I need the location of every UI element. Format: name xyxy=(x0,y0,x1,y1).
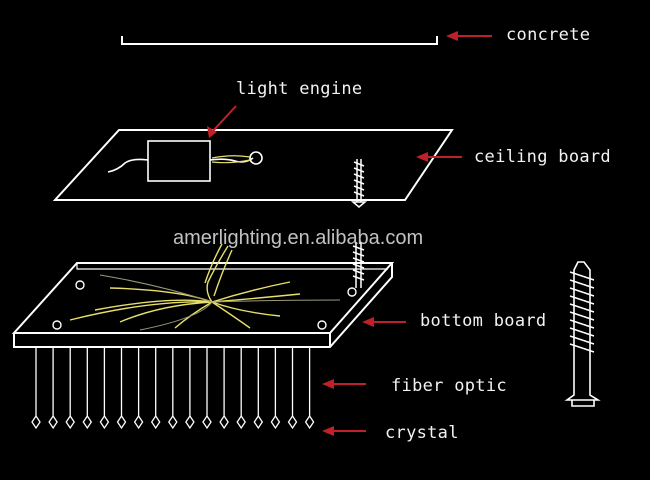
crystal-drop xyxy=(99,414,110,430)
crystal-drop xyxy=(65,414,75,430)
fiber-strands xyxy=(31,348,315,430)
crystal-drop xyxy=(31,414,41,430)
large-screw xyxy=(564,261,601,407)
crystal-drop xyxy=(116,414,127,430)
crystal-drop xyxy=(82,414,93,430)
crystal-drop xyxy=(236,414,246,430)
light-engine-fibers xyxy=(211,155,251,164)
crystal-drop xyxy=(270,414,281,430)
crystal-drop xyxy=(150,414,161,430)
ceiling-board xyxy=(52,129,454,201)
crystal-drop xyxy=(202,414,212,430)
arrow-light-engine xyxy=(207,105,237,138)
crystal-drop xyxy=(168,414,178,430)
label-ceiling-board: ceiling board xyxy=(474,147,611,167)
crystal-drop xyxy=(304,414,315,430)
crystal-drop xyxy=(48,414,58,430)
arrow-ceiling-board xyxy=(416,152,462,162)
arrow-bottom-board xyxy=(362,317,406,327)
arrow-concrete xyxy=(446,31,492,41)
arrow-crystal xyxy=(322,426,366,436)
ceiling-screw xyxy=(350,159,368,208)
fiber-bundle xyxy=(69,243,301,329)
crystal-drop xyxy=(287,414,298,430)
label-bottom-board: bottom board xyxy=(420,311,547,331)
arrow-fiber-optic xyxy=(322,379,366,389)
crystal-drop xyxy=(219,414,229,430)
label-crystal: crystal xyxy=(385,423,459,443)
board-screw xyxy=(352,242,365,288)
fiber-bundle-gray xyxy=(99,274,341,331)
light-engine xyxy=(107,140,263,182)
crystal-drop xyxy=(185,414,195,430)
label-fiber-optic: fiber optic xyxy=(391,376,507,396)
label-concrete: concrete xyxy=(506,25,591,45)
bottom-board xyxy=(11,262,395,348)
pointer-arrows xyxy=(207,31,492,436)
concrete-layer xyxy=(121,36,438,45)
watermark: amerlighting.en.alibaba.com xyxy=(173,227,424,249)
crystal-drop xyxy=(133,414,144,430)
crystal-drop xyxy=(253,414,264,430)
label-light-engine: light engine xyxy=(236,79,363,99)
